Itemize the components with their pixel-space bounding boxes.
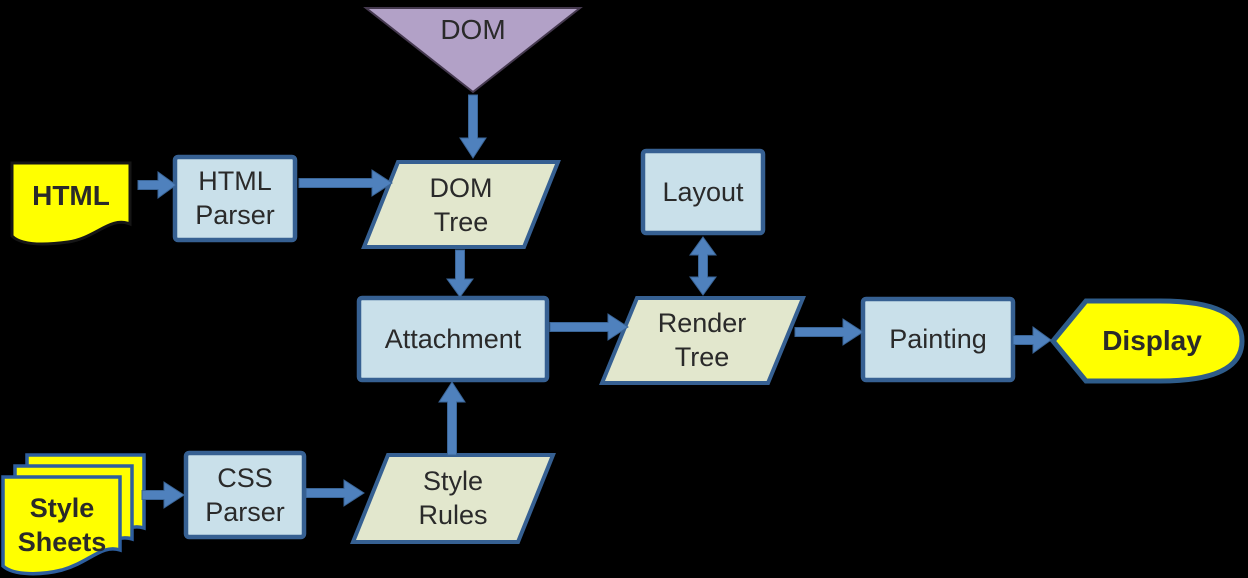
arrow-style-sheets-to-css-parser [141,481,185,509]
arrow-layout-render-tree-bidirectional [689,236,717,296]
style-sheets-front-page-shape [1,475,122,576]
arrow-render-tree-to-painting [794,318,864,346]
arrow-style-rules-to-attachment [438,381,466,456]
dom-tree-parallelogram-shape [361,160,561,249]
render-tree-parallelogram-shape [599,296,806,385]
css-parser-box-shape [183,450,307,540]
arrow-dom-tree-to-attachment [446,249,474,298]
html-parser-box-shape [172,154,298,243]
display-terminator-shape [1049,298,1245,384]
arrow-painting-to-display [1012,326,1052,354]
arrow-dom-to-dom-tree [459,94,487,159]
style-rules-parallelogram-shape [350,453,556,544]
arrow-html-to-html-parser [137,171,177,199]
html-document-shape [10,161,132,246]
attachment-box-shape [356,295,550,383]
arrow-html-parser-to-dom-tree [298,169,393,197]
dom-triangle-shape [363,7,583,94]
painting-box-shape [860,296,1016,383]
layout-box-shape [640,148,766,236]
arrow-attachment-to-render-tree [549,313,629,341]
arrow-css-parser-to-style-rules [305,479,365,507]
